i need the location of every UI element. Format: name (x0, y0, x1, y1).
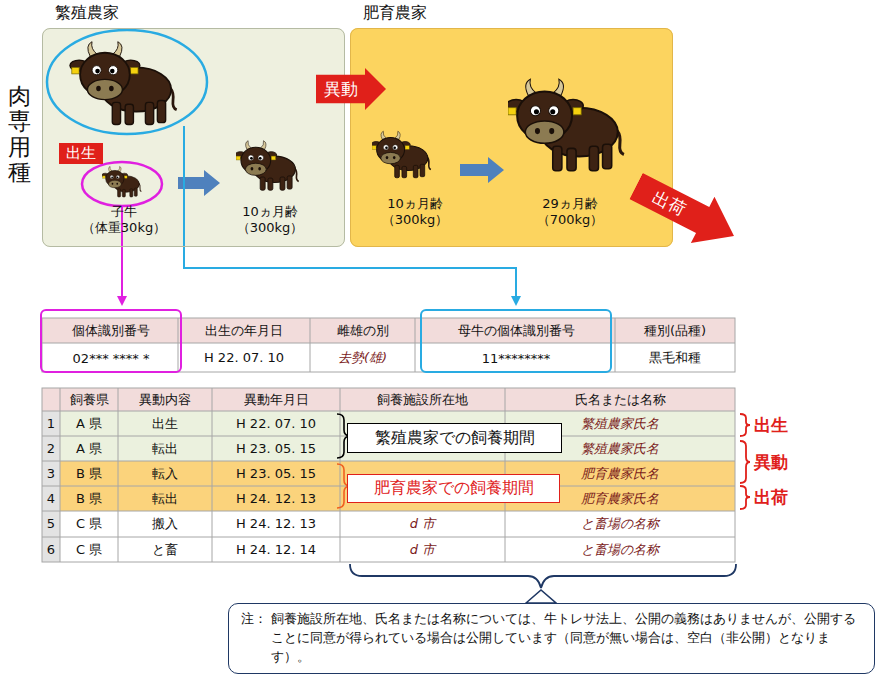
period-box: 肥育農家での飼養期間 (347, 474, 560, 503)
node-text: 繁殖農家での飼養期間 (375, 428, 535, 449)
table-cell: d 市 (342, 538, 503, 561)
node-text: 注： 飼養施設所在地、氏名または名称については、牛トレサ法上、公開の義務はありま… (241, 610, 862, 667)
table-cell: と畜場の名称 (507, 512, 733, 536)
figure-caption: 子牛 （体重30kg） (82, 200, 166, 240)
table-cell: 繁殖農家氏名 (507, 437, 733, 460)
table-header: 飼養県 (62, 389, 116, 410)
table-cell: 繁殖農家氏名 (507, 412, 733, 435)
table-cell: H 24. 12. 13 (214, 487, 338, 510)
table-cell: 4 (44, 487, 58, 510)
table-header: 異動年月日 (214, 389, 338, 410)
node-text: 02*** **** * (42, 344, 180, 372)
table-cell: H 23. 05. 15 (214, 462, 338, 485)
table-header: 出生の年月日 (180, 319, 308, 342)
node-text: 繁殖農家 (55, 3, 119, 24)
table-cell: H 24. 12. 13 (214, 512, 338, 536)
table-cell: C 県 (62, 538, 116, 561)
table-cell: 6 (44, 538, 58, 561)
table-cell: と畜 (120, 538, 210, 561)
table-cell: 出生 (120, 412, 210, 435)
table-cell: d 市 (342, 512, 503, 536)
id-box: 個体識別番号02*** **** * (40, 309, 182, 373)
figure-caption: 10ヵ月齢 （300kg） (228, 200, 312, 240)
bracket-label: 出生 (754, 413, 804, 437)
node-text: 個体識別番号 (42, 318, 180, 343)
event-tag: 出生 (59, 143, 103, 164)
table-cell: 2 (44, 437, 58, 460)
table-cell: H 24. 12. 14 (214, 538, 338, 561)
table-cell: 転出 (120, 437, 210, 460)
table-header: 異動内容 (120, 389, 210, 410)
bracket-label: 出荷 (754, 485, 804, 509)
period-box: 繁殖農家での飼養期間 (347, 423, 562, 453)
table-cell: 肥育農家氏名 (507, 462, 733, 485)
table-cell: H 22. 07. 10 (214, 412, 338, 435)
node-text: 肥育農家 (363, 3, 427, 24)
table-cell: 去勢(雄) (312, 344, 413, 371)
farm-panel: 繁殖農家出生 (42, 28, 345, 247)
table-cell: B 県 (62, 462, 116, 485)
table-cell: 転入 (120, 462, 210, 485)
table-header: 飼養施設所在地 (342, 389, 503, 410)
note-box: 注： 飼養施設所在地、氏名または名称については、牛トレサ法上、公開の義務はありま… (228, 603, 875, 674)
table-cell: 搬入 (120, 512, 210, 536)
table-header: 雌雄の別 (312, 319, 413, 342)
table-cell: 肥育農家氏名 (507, 487, 733, 510)
table-cell: H 22. 07. 10 (180, 344, 308, 371)
bracket-label: 異動 (754, 450, 804, 474)
table-cell: 3 (44, 462, 58, 485)
mother-id-box: 母牛の個体識別番号11******** (420, 309, 612, 373)
node-text: 肥育農家での飼養期間 (374, 478, 534, 499)
table-cell: B 県 (62, 487, 116, 510)
table-cell: と畜場の名称 (507, 538, 733, 561)
figure-caption: 10ヵ月齢 （300kg） (373, 192, 457, 232)
table-header: 氏名または名称 (507, 389, 733, 410)
table-cell: 1 (44, 412, 58, 435)
table-cell: 黒毛和種 (617, 344, 733, 371)
vertical-title: 肉専用種 (6, 84, 33, 185)
table-header: 種別(品種) (617, 319, 733, 342)
node-text: 11******** (422, 344, 610, 372)
table-cell: 転出 (120, 487, 210, 510)
figure-caption: 29ヵ月齢 （700kg） (527, 192, 613, 232)
table-cell: A 県 (62, 412, 116, 435)
table-cell: H 23. 05. 15 (214, 437, 338, 460)
node-text: 母牛の個体識別番号 (422, 318, 610, 343)
table-cell: C 県 (62, 512, 116, 536)
table-cell: A 県 (62, 437, 116, 460)
table-cell: 5 (44, 512, 58, 536)
node-text: 出生 (66, 144, 96, 163)
